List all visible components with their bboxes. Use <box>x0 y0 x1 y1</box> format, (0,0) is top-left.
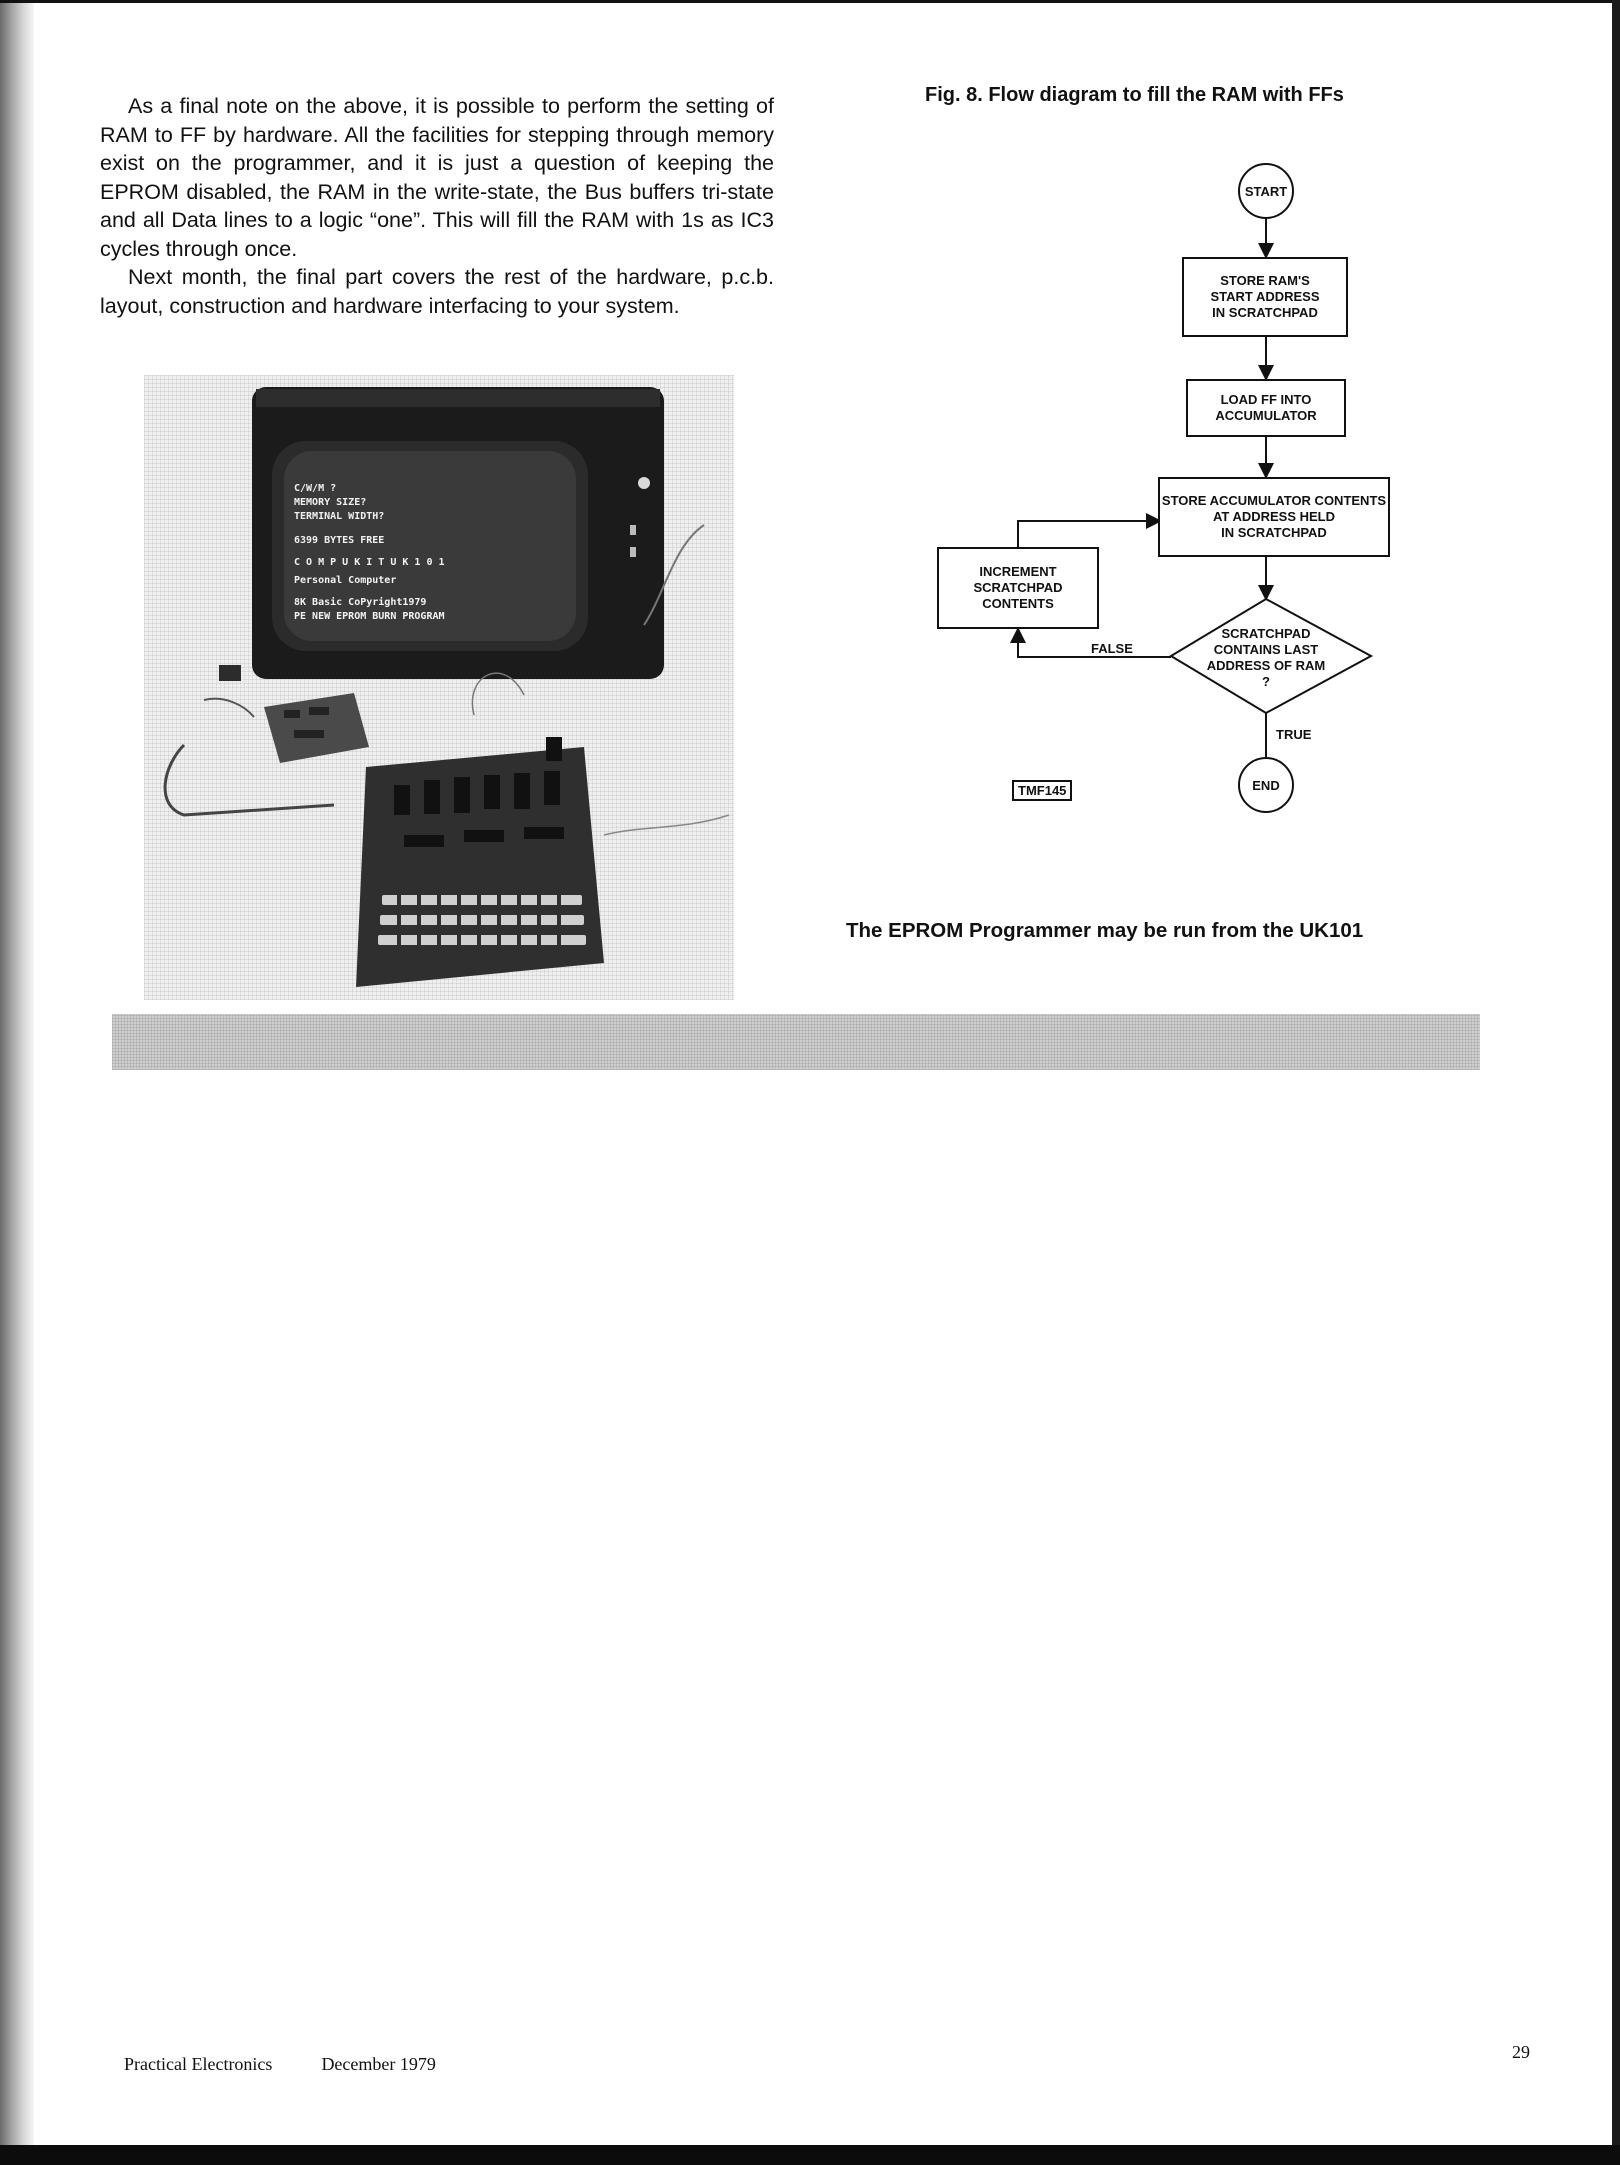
keyboard <box>378 895 586 945</box>
flow-connectors <box>1010 219 1374 757</box>
paragraph-2: Next month, the final part covers the re… <box>100 265 774 318</box>
body-text: As a final note on the above, it is poss… <box>100 92 774 320</box>
decision-line-2: CONTAINS LAST <box>1213 642 1319 657</box>
programmer-board <box>264 693 369 763</box>
scan-edge-bottom <box>0 2145 1620 2165</box>
decision-line-1: SCRATCHPAD <box>1221 626 1311 641</box>
false-label: FALSE <box>1091 641 1133 656</box>
footer-date: December 1979 <box>321 2054 436 2074</box>
box-load-line-1: LOAD FF INTO <box>1220 392 1312 407</box>
decision-line-3: ADDRESS OF RAM <box>1206 658 1326 673</box>
screen-line-6: Personal Computer <box>294 575 396 586</box>
box-store-acc-line-1: STORE ACCUMULATOR CONTENTS <box>1161 493 1387 508</box>
scan-edge-left <box>0 0 34 2165</box>
uk101-board <box>356 747 604 987</box>
flow-diagram: START STORE RAM'S START ADDRESS IN SCRAT… <box>920 145 1400 825</box>
box-store-start-line-1: STORE RAM'S <box>1220 273 1310 288</box>
screen-line-4: 6399 BYTES FREE <box>294 535 384 546</box>
photo-illustration: C/W/M ? MEMORY SIZE? TERMINAL WIDTH? 639… <box>163 387 730 987</box>
box-increment-line-1: INCREMENT <box>979 564 1057 579</box>
decision-text: SCRATCHPAD CONTAINS LAST ADDRESS OF RAM … <box>1196 626 1336 690</box>
decision-diamond <box>1169 597 1374 715</box>
scan-edge-right <box>1612 0 1620 2165</box>
box-store-acc-line-2: AT ADDRESS HELD <box>1212 509 1336 524</box>
box-store-accumulator: STORE ACCUMULATOR CONTENTS AT ADDRESS HE… <box>1158 477 1390 557</box>
monitor-knob <box>638 477 650 489</box>
start-node: START <box>1238 163 1294 219</box>
screen-line-1: C/W/M ? <box>294 483 336 494</box>
screen-line-3: TERMINAL WIDTH? <box>294 511 384 522</box>
screen-line-2: MEMORY SIZE? <box>294 497 366 508</box>
box-increment-line-3: CONTENTS <box>982 596 1054 611</box>
screen-line-7: 8K Basic CoPyright1979 <box>294 596 426 608</box>
photo-computer-setup: C/W/M ? MEMORY SIZE? TERMINAL WIDTH? 639… <box>144 375 734 1000</box>
paragraph-1: As a final note on the above, it is poss… <box>100 94 774 261</box>
footer-publication: Practical Electronics <box>124 2054 273 2074</box>
box-store-start-line-3: IN SCRATCHPAD <box>1212 305 1318 320</box>
true-label: TRUE <box>1276 727 1312 742</box>
box-load-ff: LOAD FF INTO ACCUMULATOR <box>1186 379 1346 437</box>
scan-edge-top <box>0 0 1620 3</box>
box-increment-scratchpad: INCREMENT SCRATCHPAD CONTENTS <box>937 547 1099 629</box>
figure-title: Fig. 8. Flow diagram to fill the RAM wit… <box>925 84 1344 106</box>
halftone-band <box>112 1014 1480 1070</box>
box-store-start-line-2: START ADDRESS <box>1210 289 1320 304</box>
box-load-line-2: ACCUMULATOR <box>1215 408 1317 423</box>
end-node: END <box>1238 757 1294 813</box>
screen-line-8: PE NEW EPROM BURN PROGRAM <box>294 611 445 622</box>
decision-line-4: ? <box>1262 674 1270 689</box>
figure-tag: TMF145 <box>1012 780 1073 801</box>
box-increment-line-2: SCRATCHPAD <box>973 580 1063 595</box>
ribbon-cable <box>163 743 335 817</box>
box-store-acc-line-3: IN SCRATCHPAD <box>1221 525 1327 540</box>
page-footer: Practical Electronics December 1979 <box>124 2054 436 2075</box>
box-store-start-address: STORE RAM'S START ADDRESS IN SCRATCHPAD <box>1182 257 1348 337</box>
photo-caption: The EPROM Programmer may be run from the… <box>846 919 1364 942</box>
screen-line-5: C O M P U K I T U K 1 0 1 <box>294 557 445 568</box>
page-number: 29 <box>1512 2042 1530 2062</box>
